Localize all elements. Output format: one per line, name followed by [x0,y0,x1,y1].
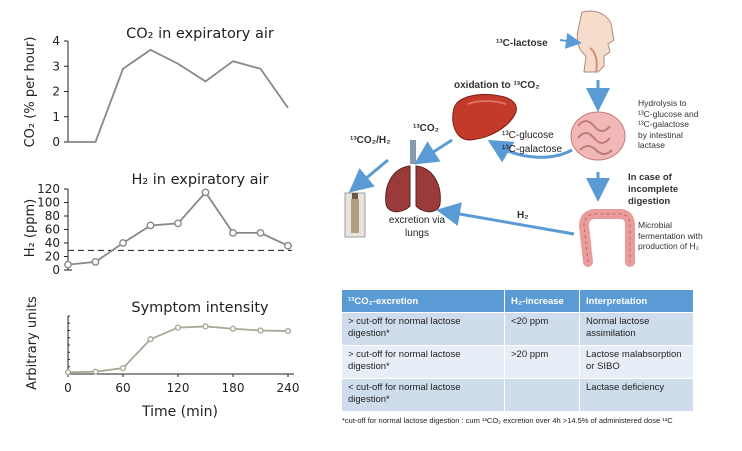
time-x-axis-label: Time (min) [141,404,218,420]
y-tick-label: 2 [52,85,60,99]
lungs-icon [385,140,441,213]
table-cell: Lactase deficiency [579,378,694,411]
data-point [256,228,265,237]
symptom-chart-title: Symptom intensity [131,300,269,316]
interpretation-table: ¹³CO₂-excretion H₂-increase Interpretati… [342,290,694,411]
table-cell: Lactose malabsorption or SIBO [579,345,694,379]
data-point [201,188,210,197]
symptom-chart: Symptom intensity Arbitrary units 0 60 120… [25,296,299,420]
data-point [202,323,209,330]
h2-chart-title: H₂ in expiratory air [131,172,268,188]
x-tick-label: 240 [277,381,300,395]
co2-chart-title: CO₂ in expiratory air [126,26,274,42]
table-row: > cut-off for normal lactose digestion* … [342,312,694,346]
co2-y-axis-label: CO₂ (% per hour) [23,37,38,148]
header-h2-increase: H₂-increase [504,290,580,313]
header-co2-excretion: ¹³CO₂-excretion [342,290,505,313]
table-header-row: ¹³CO₂-excretion H₂-increase Interpretati… [342,290,694,313]
y-tick-label: 20 [45,250,60,264]
data-point [91,257,100,266]
data-point [146,221,155,230]
data-point [284,241,292,250]
lactose-ingest-arrow [559,32,582,49]
table-row: < cut-off for normal lactose digestion* … [342,378,694,411]
glucose-label: ¹³C-glucose [502,130,554,141]
h2-to-lungs-arrow [436,202,575,236]
data-point [257,327,264,334]
hydrolysis-label: Hydrolysis to ¹³C-glucose and ¹³C-galact… [638,98,699,150]
small-intestine-icon [570,111,626,161]
y-tick-label: 0 [52,135,60,149]
table-row: > cut-off for normal lactose digestion* … [342,345,694,379]
galactose-label: ¹³C-galactose [502,144,562,155]
data-point [229,325,237,332]
absorption-arrow [487,139,573,163]
data-point [174,324,182,331]
data-point [147,336,154,343]
data-point [284,327,292,335]
y-tick-label: 100 [37,196,60,210]
symptom-y-axis-label: Arbitrary units [25,296,40,390]
x-tick-label: 180 [222,381,245,395]
data-point [119,365,127,372]
table-cell [504,378,580,411]
series-line [67,190,289,266]
table-cell: > cut-off for normal lactose digestion* [342,345,505,379]
series-line [67,325,289,374]
series-line [68,48,289,143]
h2-y-axis-label: H₂ (ppm) [23,199,38,257]
table-cell: <20 ppm [504,312,580,346]
y-tick-label: 60 [45,223,60,237]
co2-h2-label: ¹³CO₂/H₂ [350,135,391,146]
co2-label: ¹³CO₂ [413,123,439,134]
lungs-to-tube-arrow [348,158,389,193]
incomplete-digestion-label: In case of incomplete digestion [628,172,679,207]
liver-icon [452,94,517,141]
data-point [229,228,237,237]
footnote: *cut-off for normal lactose digestion : … [342,416,673,425]
data-point [64,369,72,376]
y-tick-label: 1 [52,110,60,124]
table-cell: < cut-off for normal lactose digestion* [342,378,505,411]
data-point [174,219,182,228]
breath-test-tube-icon [344,192,366,238]
data-point [64,260,72,269]
y-tick-label: 0 [52,263,60,277]
y-tick-label: 4 [52,34,60,48]
data-point [92,368,99,375]
head-profile-icon [576,10,615,73]
x-tick-label: 0 [64,381,72,395]
oxidation-label: oxidation to ¹³CO₂ [454,80,540,91]
y-tick-label: 40 [45,236,60,250]
y-tick-label: 120 [37,182,60,196]
h2-chart: H₂ in expiratory air H₂ (ppm) 0204060801… [23,172,292,277]
h2-arrow-label: H₂ [517,210,529,221]
colon-icon [578,209,635,267]
y-tick-label: 3 [52,59,60,73]
y-tick-label: 80 [45,209,60,223]
liver-to-lungs-arrow [413,138,453,165]
lactose-label: ¹³C-lactose [496,38,548,49]
x-tick-label: 60 [115,381,130,395]
table-cell: > cut-off for normal lactose digestion* [342,312,505,346]
table-cell: Normal lactose assimilation [579,312,694,346]
fermentation-label: Microbial fermentation with production o… [638,220,703,251]
excretion-label: excretion via lungs [388,215,446,239]
co2-chart: CO₂ in expiratory air CO₂ (% per hour) 0… [23,26,289,149]
data-point [119,239,127,247]
table-cell: >20 ppm [504,345,580,379]
header-interpretation: Interpretation [579,290,694,313]
x-tick-label: 120 [167,381,190,395]
